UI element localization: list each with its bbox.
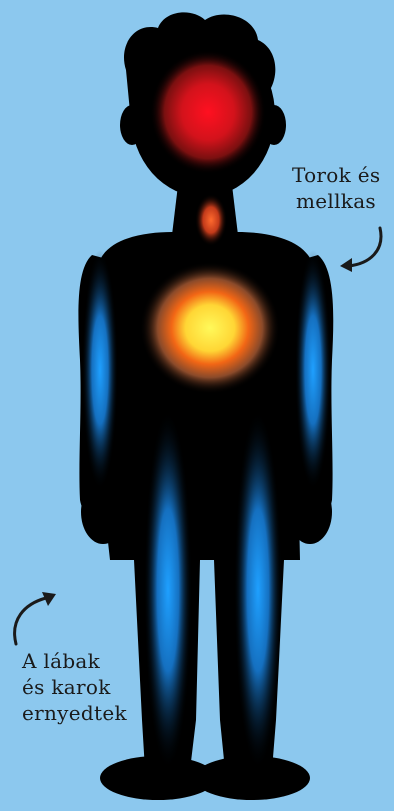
left-arm-glow — [82, 250, 118, 490]
right-arm-glow — [295, 250, 331, 490]
chest-glow — [140, 262, 280, 394]
throat-chest-label-line2: mellkas — [292, 188, 380, 214]
curved-arrow-icon — [330, 222, 390, 272]
limbs-label-line3: ernyedtek — [22, 700, 127, 726]
limbs-label: A lábak és karok ernyedtek — [22, 648, 127, 726]
curved-arrow-icon — [6, 584, 66, 648]
left-leg-glow — [144, 410, 192, 770]
limbs-label-line2: és karok — [22, 674, 127, 700]
limbs-label-line1: A lábak — [22, 648, 127, 674]
throat-chest-label-line1: Torok és — [292, 162, 380, 188]
throat-chest-label: Torok és mellkas — [292, 162, 380, 214]
head-glow — [150, 50, 266, 174]
right-leg-glow — [234, 410, 282, 770]
throat-glow — [195, 194, 227, 246]
